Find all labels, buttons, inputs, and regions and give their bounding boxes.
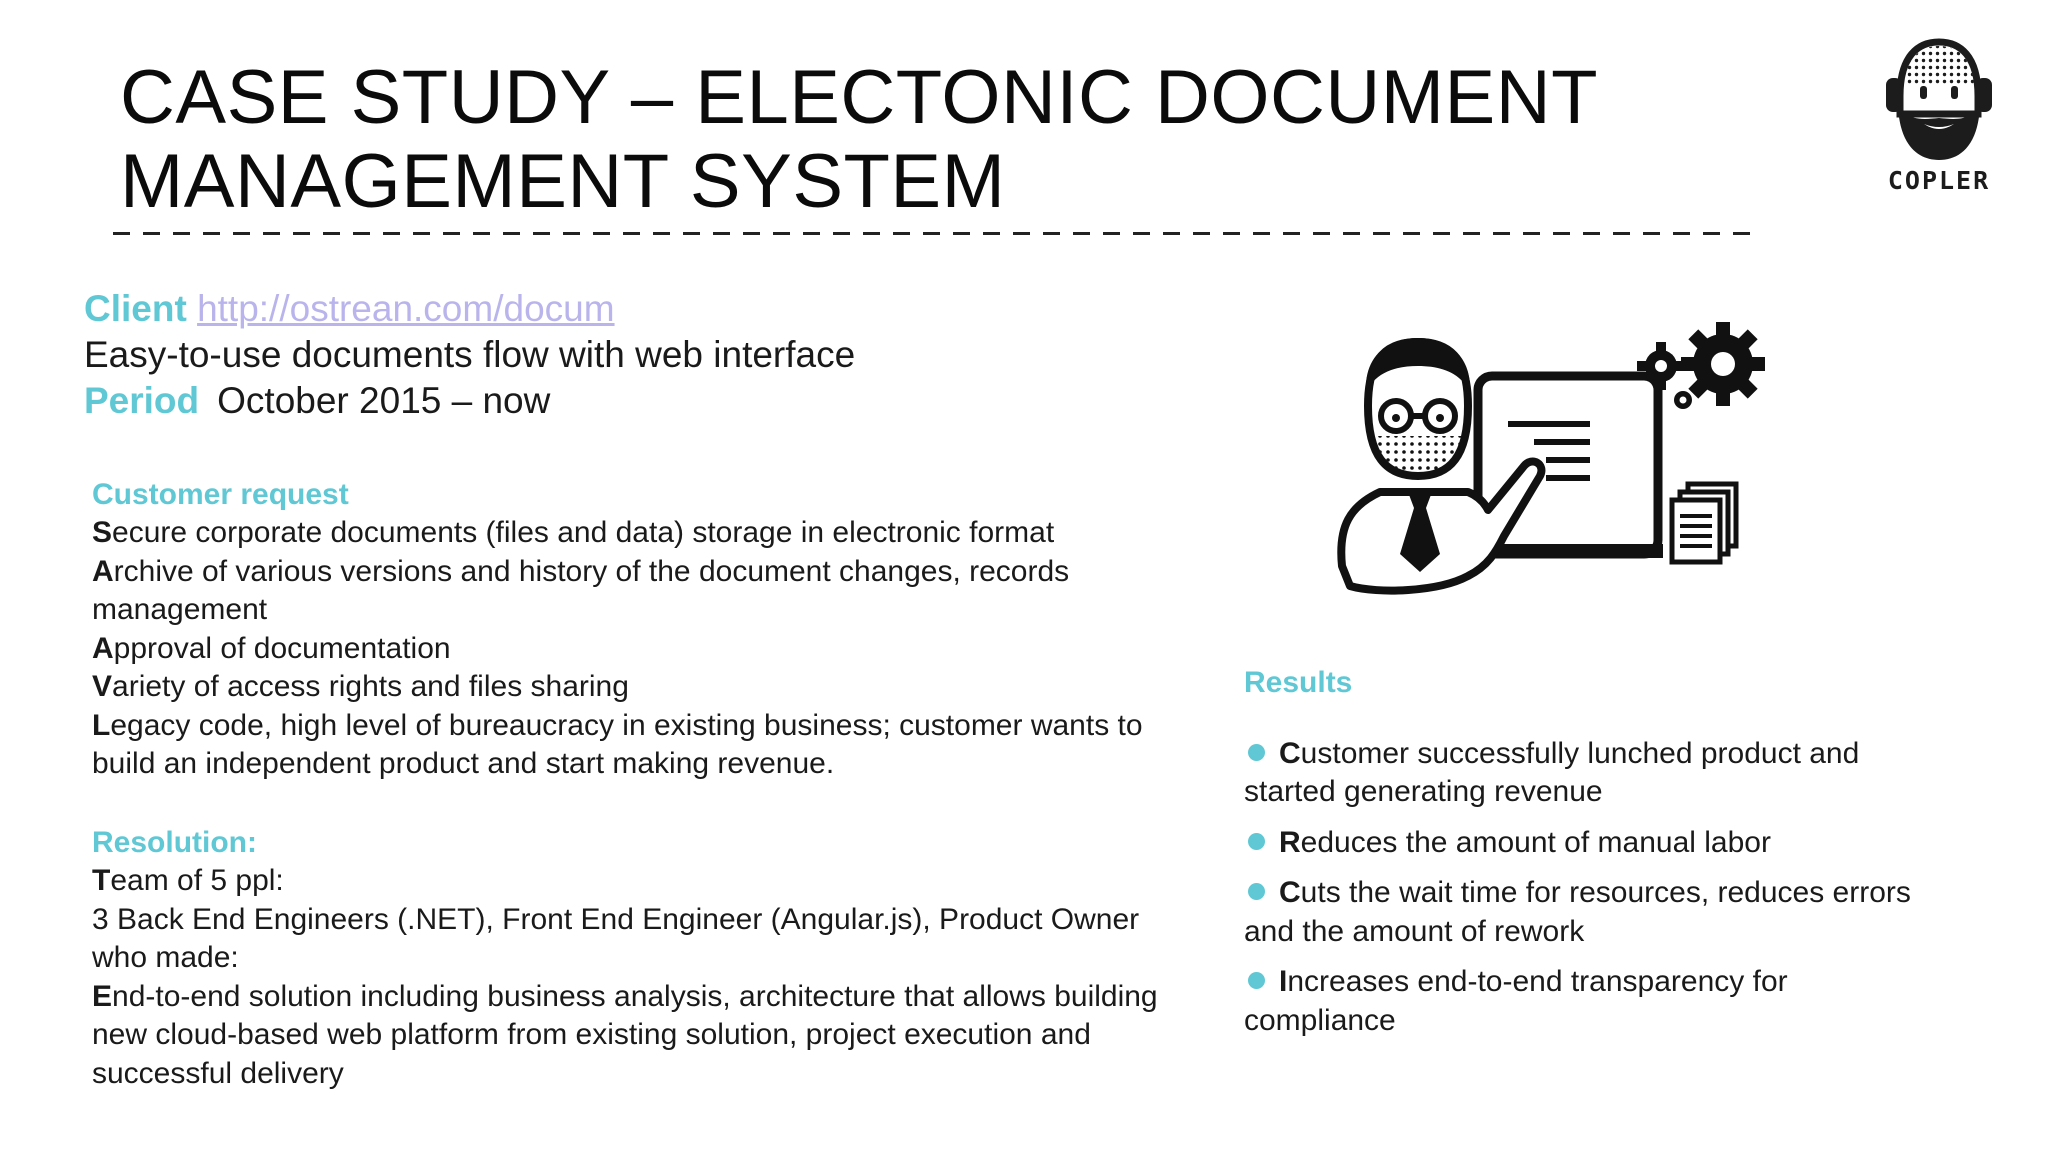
results-section: Results Customer successfully lunched pr… [1244, 664, 1944, 1052]
slide-title-line-2: MANAGEMENT SYSTEM [120, 139, 1006, 224]
client-row: Client http://ostrean.com/docum [84, 286, 855, 332]
list-item: Reduces the amount of manual labor [1244, 824, 1944, 863]
logo-text: COPLER [1887, 166, 1991, 195]
copler-logo: COPLER [1878, 36, 2000, 196]
list-item: Variety of access rights and files shari… [92, 670, 629, 703]
slide-title: CASE STUDY – ELECTONIC DOCUMENT MANAGEME… [120, 56, 1680, 224]
list-item: Increases end-to-end transparency for co… [1244, 965, 1788, 1037]
documents-icon [1669, 481, 1739, 565]
bullet-icon [1248, 883, 1265, 900]
period-value: October 2015 – now [217, 380, 551, 421]
dashed-divider [113, 232, 1755, 235]
customer-request-heading: Customer request [92, 478, 349, 511]
project-description: Easy-to-use documents flow with web inte… [84, 334, 856, 375]
bullet-icon [1248, 743, 1265, 761]
list-item: Secure corporate documents (files and da… [92, 516, 1055, 549]
presenter-illustration [1328, 296, 1778, 606]
client-link[interactable]: http://ostrean.com/docum [197, 288, 615, 329]
customer-request-section: Customer request Secure corporate docume… [92, 476, 1182, 784]
resolution-heading: Resolution: [92, 826, 257, 859]
list-item: Team of 5 ppl: [92, 864, 284, 897]
period-row: Period October 2015 – now [84, 378, 855, 424]
bullet-icon [1248, 972, 1265, 989]
bearded-face-icon [1886, 38, 1992, 160]
list-item: Legacy code, high level of bureaucracy i… [92, 708, 1143, 781]
presenter-with-screen-icon [1337, 322, 1765, 595]
list-item: Archive of various versions and history … [92, 554, 1070, 627]
list-item: Cuts the wait time for resources, reduce… [1244, 876, 1911, 948]
client-info: Client http://ostrean.com/docum Easy-to-… [84, 286, 855, 424]
list-item: 3 Back End Engineers (.NET), Front End E… [92, 902, 1140, 975]
results-heading: Results [1244, 666, 1353, 699]
bullet-icon [1248, 832, 1265, 850]
resolution-section: Resolution: Team of 5 ppl: 3 Back End En… [92, 824, 1182, 1093]
list-item: End-to-end solution including business a… [92, 979, 1158, 1090]
list-item: Customer successfully lunched product an… [1244, 736, 1860, 809]
slide-title-line-1: CASE STUDY – ELECTONIC DOCUMENT [120, 55, 1599, 140]
gear-icon [1637, 322, 1765, 409]
list-item: Approval of documentation [92, 631, 451, 665]
period-label: Period [84, 380, 200, 421]
client-label: Client [84, 288, 187, 329]
